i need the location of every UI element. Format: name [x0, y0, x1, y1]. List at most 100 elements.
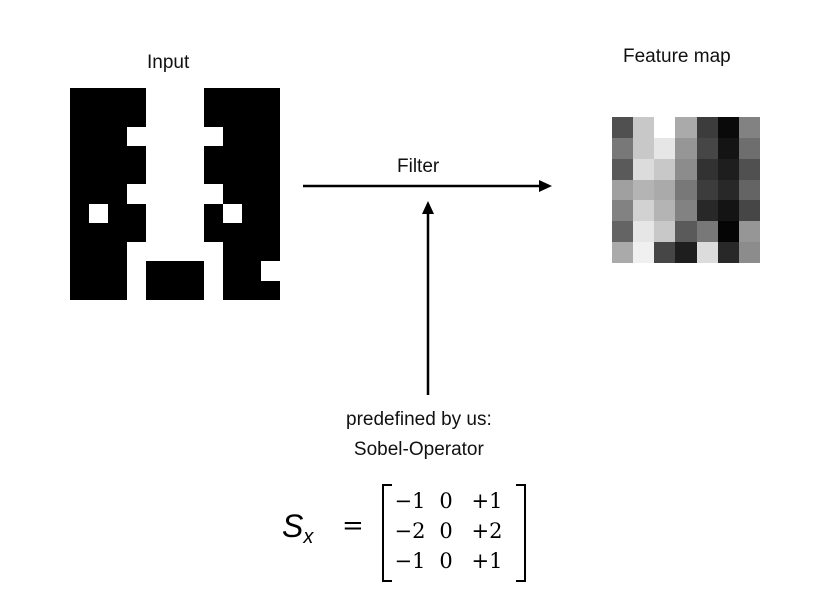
input-pixel	[203, 242, 223, 262]
input-pixel	[222, 203, 242, 223]
feature-pixel	[654, 137, 676, 159]
formula-symbol: Sx	[282, 508, 313, 549]
input-pixel	[203, 222, 223, 243]
feature-pixel	[654, 221, 676, 243]
predefined-line-1: predefined by us:	[346, 409, 492, 430]
input-pixel	[260, 222, 280, 243]
input-pixel	[222, 280, 242, 300]
feature-map-grid	[612, 117, 760, 263]
input-pixel	[108, 107, 128, 127]
input-pixel	[146, 184, 166, 204]
input-pixel	[89, 165, 109, 185]
input-pixel	[222, 222, 242, 243]
input-pixel	[260, 184, 280, 204]
input-pixel	[260, 280, 280, 300]
input-pixel	[108, 145, 128, 166]
feature-pixel	[717, 221, 739, 243]
input-pixel	[70, 203, 90, 223]
feature-pixel	[633, 221, 655, 243]
input-pixel	[70, 165, 90, 185]
filter-label: Filter	[397, 156, 440, 177]
feature-pixel	[654, 242, 676, 263]
formula-subscript: x	[303, 526, 314, 548]
input-pixel	[165, 222, 185, 243]
input-pixel	[127, 88, 147, 108]
input-pixel	[127, 165, 147, 185]
input-pixel	[241, 261, 261, 281]
input-pixel	[203, 145, 223, 166]
input-pixel	[70, 184, 90, 204]
input-pixel	[127, 107, 147, 127]
input-pixel	[184, 184, 204, 204]
matrix-entry: +2	[471, 519, 503, 543]
input-pixel	[89, 88, 109, 108]
feature-pixel	[633, 179, 655, 201]
input-pixel	[203, 280, 223, 300]
input-pixel	[89, 107, 109, 127]
input-pixel	[184, 107, 204, 127]
input-pixel	[146, 107, 166, 127]
feature-pixel	[696, 221, 718, 243]
input-pixel	[70, 88, 90, 108]
input-pixel	[241, 242, 261, 262]
matrix-entry: +1	[471, 549, 503, 573]
input-pixel	[89, 242, 109, 262]
input-pixel	[127, 203, 147, 223]
input-pixel	[260, 88, 280, 108]
input-pixel	[146, 261, 166, 281]
feature-pixel	[717, 200, 739, 222]
input-pixel	[241, 222, 261, 243]
feature-pixel	[612, 200, 634, 222]
input-pixel	[222, 88, 242, 108]
input-image-grid	[70, 88, 280, 300]
input-pixel	[70, 222, 90, 243]
feature-pixel	[612, 221, 634, 243]
input-pixel	[222, 184, 242, 204]
input-pixel	[89, 184, 109, 204]
input-pixel	[222, 261, 242, 281]
input-pixel	[241, 126, 261, 146]
input-pixel	[127, 145, 147, 166]
input-pixel	[241, 88, 261, 108]
input-pixel	[127, 222, 147, 243]
matrix-entry: +1	[471, 489, 503, 513]
feature-pixel	[654, 200, 676, 222]
feature-pixel	[612, 117, 634, 138]
input-pixel	[260, 242, 280, 262]
feature-pixel	[696, 242, 718, 263]
input-pixel	[89, 126, 109, 146]
feature-pixel	[654, 179, 676, 201]
input-pixel	[165, 184, 185, 204]
feature-pixel	[675, 221, 697, 243]
input-pixel	[241, 107, 261, 127]
input-pixel	[184, 280, 204, 300]
input-pixel	[146, 165, 166, 185]
predefined-line-2: Sobel-Operator	[353, 439, 484, 460]
feature-pixel	[717, 158, 739, 180]
input-pixel	[165, 107, 185, 127]
input-pixel	[184, 88, 204, 108]
input-pixel	[146, 88, 166, 108]
input-pixel	[184, 242, 204, 262]
feature-pixel	[675, 179, 697, 201]
input-pixel	[127, 261, 147, 281]
input-pixel	[203, 126, 223, 146]
feature-pixel	[717, 117, 739, 138]
input-pixel	[241, 184, 261, 204]
matrix-entry: 0	[439, 489, 453, 513]
input-pixel	[127, 280, 147, 300]
input-pixel	[241, 145, 261, 166]
input-pixel	[108, 280, 128, 300]
input-pixel	[165, 280, 185, 300]
feature-pixel	[738, 200, 760, 222]
input-pixel	[146, 126, 166, 146]
feature-pixel	[675, 242, 697, 263]
input-pixel	[89, 280, 109, 300]
feature-pixel	[675, 200, 697, 222]
feature-pixel	[612, 242, 634, 263]
feature-pixel	[738, 242, 760, 263]
feature-pixel	[654, 158, 676, 180]
feature-pixel	[633, 200, 655, 222]
input-pixel	[203, 107, 223, 127]
